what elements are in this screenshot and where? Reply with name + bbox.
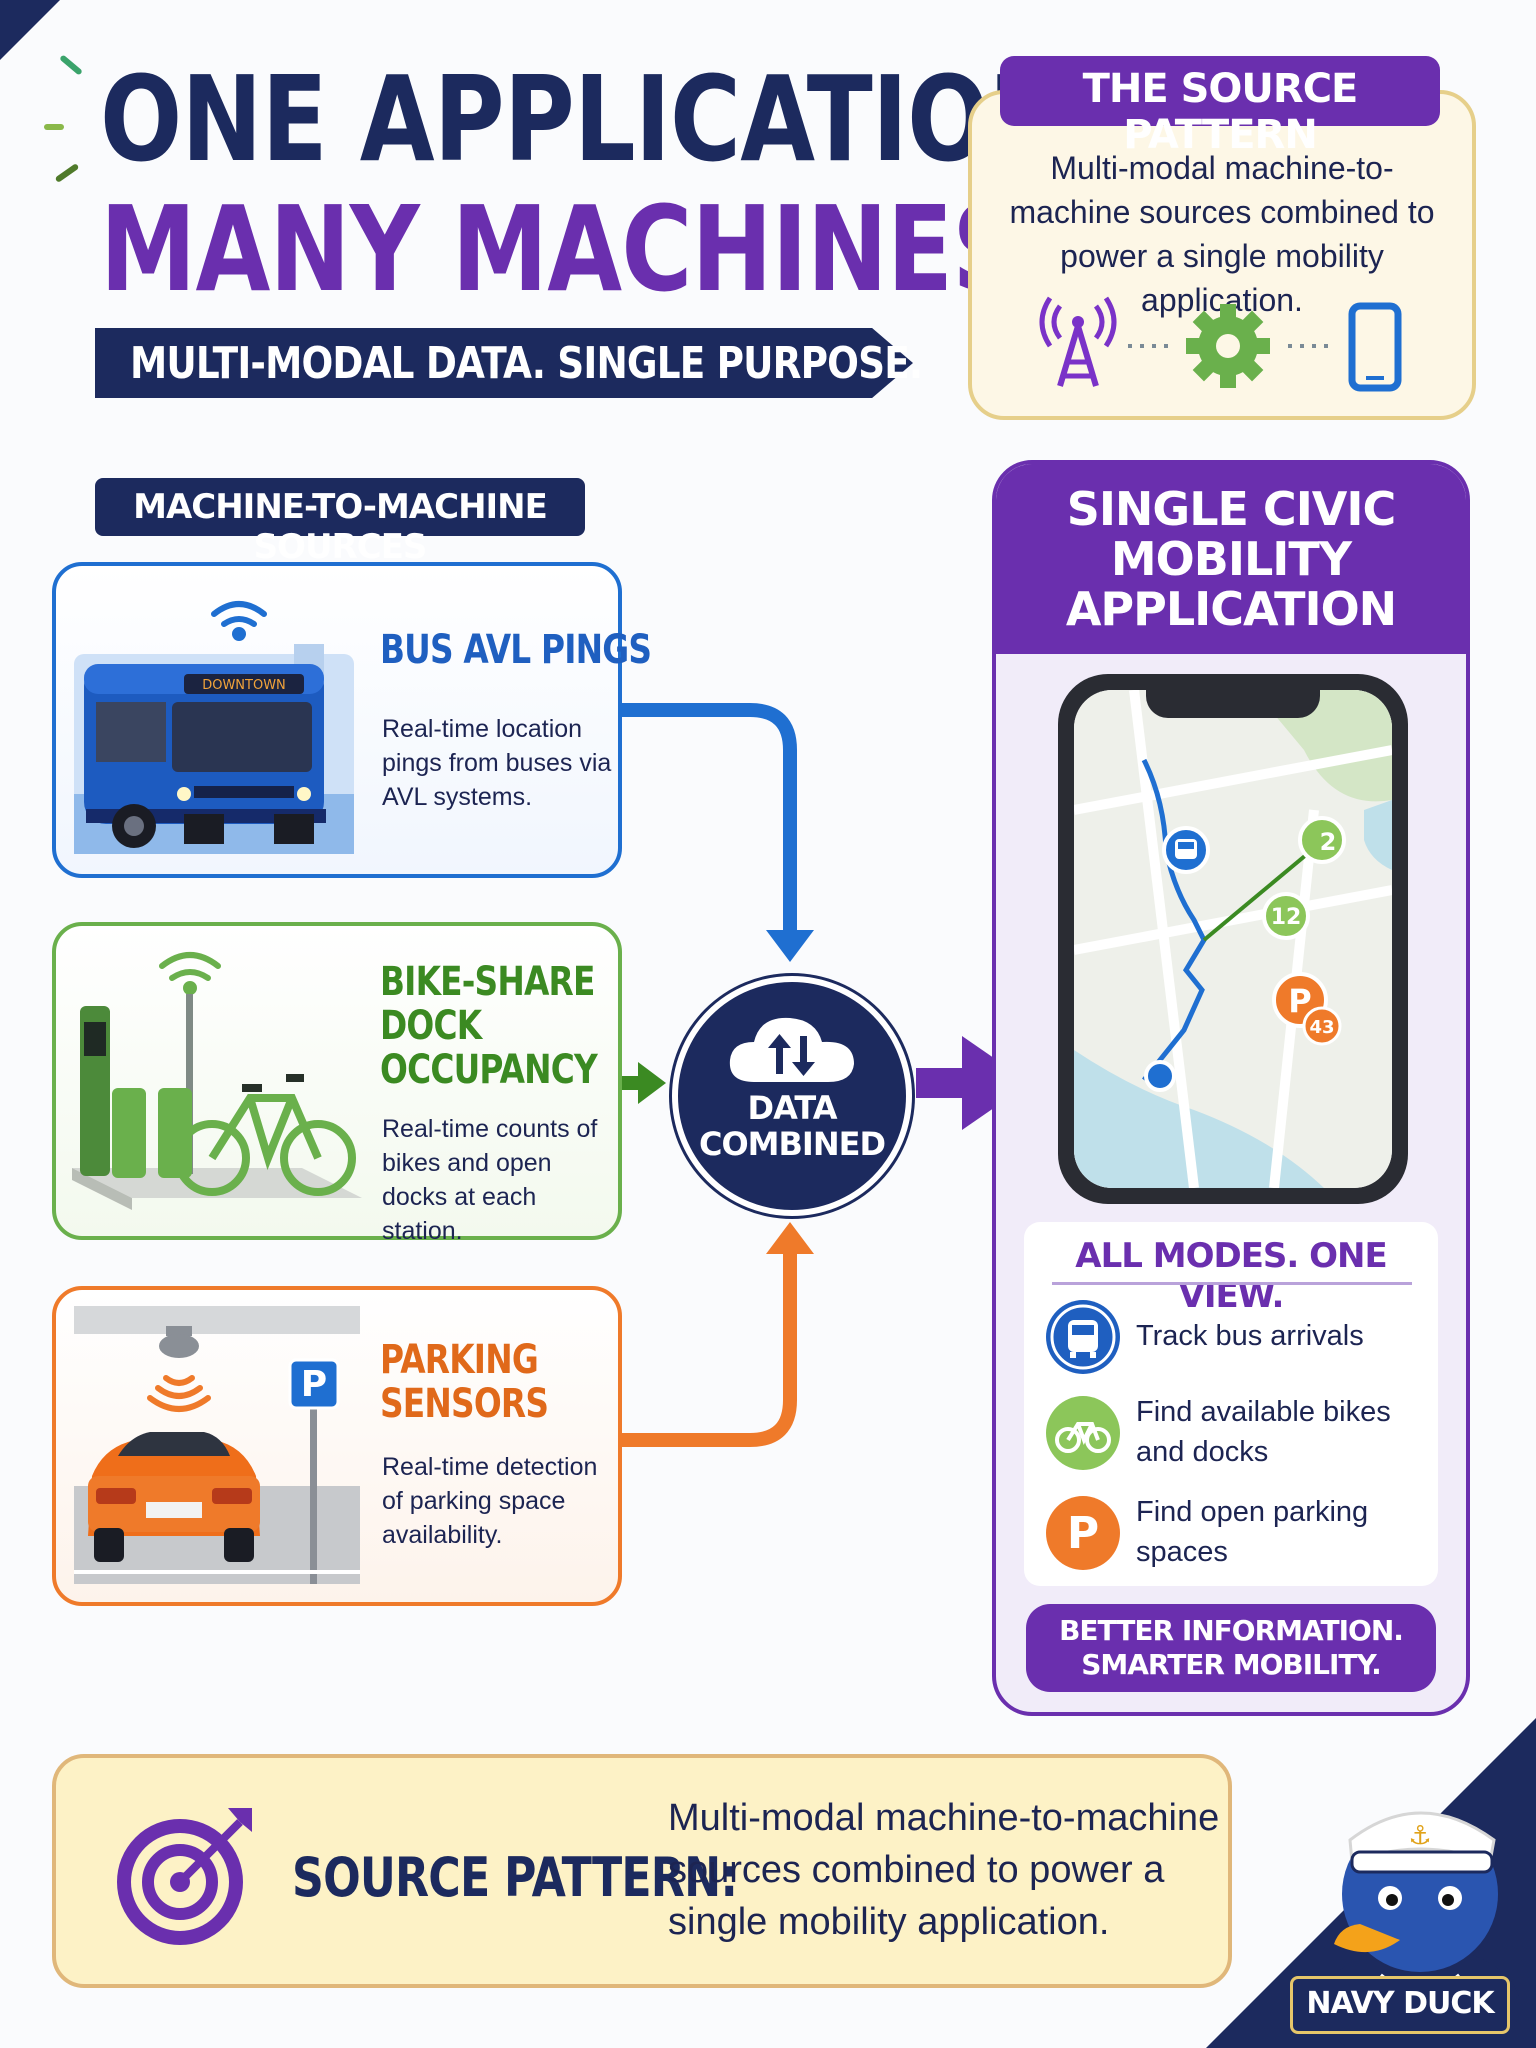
target-icon (117, 1808, 252, 1945)
app-footer-banner (1026, 1604, 1436, 1692)
headline-line-1: ONE APPLICATION. (100, 50, 1105, 188)
data-combined-label-line-1: DATA (747, 1089, 838, 1127)
source-pattern-tab (1000, 56, 1440, 126)
svg-text:12: 12 (1271, 905, 1302, 930)
tagline-text: MULTI-MODAL DATA. SINGLE PURPOSE. (130, 338, 923, 389)
wifi-signal-icon (159, 952, 221, 995)
bike-source-title-line-2: DOCK (380, 1003, 482, 1049)
bike-share-illustration (72, 952, 362, 1210)
phone-notch (1146, 684, 1320, 718)
parking-sign-letter: P (301, 1364, 327, 1405)
bus-icon (1046, 1300, 1120, 1374)
bus-source-title: BUS AVL PINGS (380, 627, 652, 673)
bottom-source-pattern-description: Multi-modal machine-to-machine sources c… (668, 1797, 1220, 1943)
bottom-source-pattern-label: SOURCE PATTERN: (292, 1846, 738, 1909)
map-bus-marker (1162, 826, 1210, 874)
source-pattern-title: THE SOURCE PATTERN (1082, 66, 1359, 158)
cloud-sync-icon (729, 1017, 854, 1082)
map-bike-marker-a: 2 (1298, 816, 1346, 864)
app-panel-header (996, 464, 1466, 654)
bus-source-description: Real-time location pings from buses via … (382, 715, 612, 811)
data-combined-label: DATA COMBINED (672, 1090, 912, 1162)
mode-text-bus: Track bus arrivals (1136, 1320, 1364, 1352)
arrow-down-icon (766, 930, 814, 962)
smartphone-icon (1348, 302, 1402, 392)
bicycle-icon (174, 1074, 356, 1196)
parking-icon: P (1046, 1496, 1120, 1570)
app-footer-text: BETTER INFORMATION. SMARTER MOBILITY. (1026, 1614, 1436, 1682)
app-footer-line-2: SMARTER MOBILITY. (1081, 1648, 1382, 1681)
app-title-line-1: SINGLE CIVIC (1066, 482, 1397, 536)
bus-illustration: DOWNTOWN (74, 601, 354, 854)
mascot-label-background (1290, 1976, 1510, 2034)
parking-illustration: P (74, 1306, 360, 1584)
source-pattern-description: Multi-modal machine-to-machine sources c… (1009, 150, 1435, 318)
car-icon (88, 1432, 260, 1562)
arrow-right-icon (638, 1062, 666, 1104)
corner-accent-top-left (0, 0, 60, 60)
parking-source-title-line-1: PARKING (380, 1337, 539, 1383)
parking-sensor-icon (159, 1326, 199, 1358)
svg-text:2: 2 (1320, 828, 1337, 856)
parking-source-description: Real-time detection of parking space ava… (382, 1453, 598, 1549)
mode-text-bike: Find available bikes and docks (1136, 1396, 1391, 1468)
bottom-source-pattern-banner (52, 1754, 1232, 1988)
parking-source-title-line-2: SENSORS (380, 1381, 549, 1427)
sparkle-mark (59, 54, 83, 76)
m2m-label-background (95, 478, 585, 536)
headline-line-2: MANY MACHINES. (100, 180, 1058, 318)
bus-icon: DOWNTOWN (84, 664, 326, 848)
bike-source-title-line-1: BIKE-SHARE (380, 959, 595, 1005)
source-pattern-icons (1039, 296, 1402, 392)
wifi-signal-icon (211, 601, 267, 641)
bike-source-description: Real-time counts of bikes and open docks… (382, 1115, 598, 1245)
svg-text:P: P (1288, 982, 1311, 1020)
tagline-banner (95, 328, 913, 398)
modes-divider (1052, 1282, 1412, 1285)
anchor-icon: ⚓ (1408, 1821, 1431, 1851)
sensor-signal-icon (147, 1375, 211, 1412)
app-title-line-3: APPLICATION (1065, 582, 1397, 636)
map-parking-marker: P 43 (1272, 972, 1342, 1046)
bike-source-title-line-3: OCCUPANCY (380, 1047, 598, 1093)
gear-icon (1186, 304, 1270, 388)
sparkle-mark (54, 163, 80, 183)
arrow-up-icon (766, 1222, 814, 1254)
bicycle-icon (1046, 1396, 1120, 1470)
bus-destination-sign: DOWNTOWN (202, 678, 286, 693)
svg-text:P: P (1067, 1508, 1099, 1559)
dock-kiosk (80, 1006, 192, 1178)
m2m-sources-label: MACHINE-TO-MACHINE SOURCES (133, 487, 548, 567)
phone-map-screen[interactable]: 2 12 P 43 (1074, 690, 1392, 1188)
user-location-dot (1144, 1060, 1176, 1092)
data-combined-label-line-2: COMBINED (698, 1125, 886, 1163)
mode-text-parking: Find open parking spaces (1136, 1496, 1369, 1568)
antenna-icon (1039, 296, 1117, 387)
app-footer-line-1: BETTER INFORMATION. (1059, 1614, 1404, 1647)
svg-text:43: 43 (1309, 1017, 1334, 1038)
data-combined-hub (672, 976, 912, 1216)
sparkle-mark (44, 124, 64, 130)
map-bike-marker-b: 12 (1262, 892, 1310, 940)
mascot-label: NAVY DUCK (1306, 1986, 1494, 2021)
app-panel-title: SINGLE CIVIC MOBILITY APPLICATION (996, 484, 1466, 634)
app-title-line-2: MOBILITY (1110, 532, 1352, 586)
